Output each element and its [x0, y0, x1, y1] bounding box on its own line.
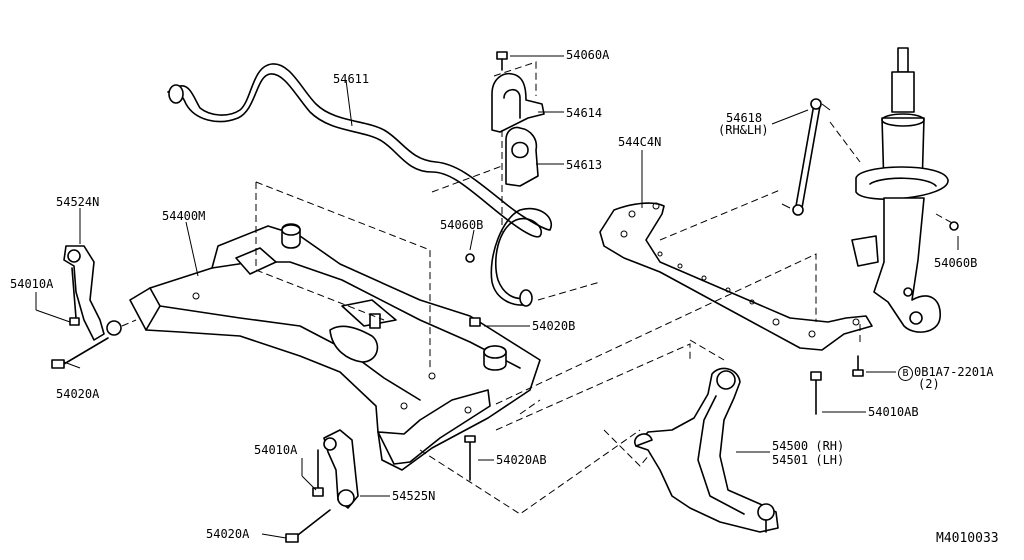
strut-assembly: [829, 47, 959, 333]
diagram-code: M4010033: [936, 531, 999, 546]
bolt-circle-marker: B: [898, 366, 913, 381]
front-crossmember-brace: [599, 202, 873, 351]
label-54020b: 54020B: [532, 319, 576, 333]
label-54611: 54611: [333, 72, 370, 86]
label-54060a-top: 54060A: [566, 48, 610, 62]
stabilizer-bushing-group: [491, 51, 545, 232]
label-54618: 54618: [726, 111, 763, 125]
suspension-crossmember: [129, 223, 541, 471]
label-54060b-right: 54060B: [934, 256, 978, 270]
label-54060b-mid: 54060B: [440, 218, 484, 232]
stabilizer-bar: [167, 63, 553, 307]
label-54525n: 54525N: [392, 489, 436, 503]
label-54020a-bottom: 54020A: [206, 527, 250, 541]
label-54618-note: (RH&LH): [718, 123, 769, 137]
label-bolt-qty: (2): [918, 377, 940, 391]
label-54020a-left: 54020A: [56, 387, 100, 401]
label-54614: 54614: [566, 106, 603, 120]
left-link-bracket: [51, 245, 137, 369]
label-54524n: 54524N: [56, 195, 100, 209]
label-54500: 54500 (RH): [772, 439, 845, 453]
label-54613: 54613: [566, 158, 603, 172]
lower-control-arm: [634, 355, 864, 533]
label-bolt-part: 0B1A7-2201A: [914, 365, 994, 379]
leader-lines: [35, 55, 959, 539]
label-54020ab: 54020AB: [496, 453, 547, 467]
stabilizer-link: [781, 98, 831, 216]
label-54501: 54501 (LH): [772, 453, 845, 467]
bottom-link-bracket: [285, 429, 359, 543]
label-54010ab: 54010AB: [868, 405, 919, 419]
label-54010a-bottom: 54010A: [254, 443, 298, 457]
reference-lines: [255, 165, 861, 515]
label-54400m: 54400M: [162, 209, 206, 223]
label-544c4n: 544C4N: [618, 135, 662, 149]
label-54010a-left: 54010A: [10, 277, 54, 291]
crossmember-bolts: [464, 253, 481, 481]
